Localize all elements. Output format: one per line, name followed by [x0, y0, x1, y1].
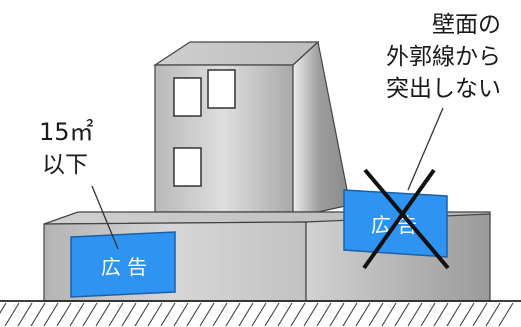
ground-hatch-line	[446, 302, 462, 327]
ground-hatch-line	[43, 302, 59, 327]
ground-hatch-line	[160, 302, 176, 327]
ground-hatch-line	[472, 302, 488, 327]
allowed-sign: 広 告	[70, 231, 176, 298]
ground-hatch-line	[134, 302, 150, 327]
ground-hatch-line	[329, 302, 345, 327]
ground-hatch-line	[56, 302, 72, 327]
ground-hatch-line	[225, 302, 241, 327]
ground-hatch-line	[69, 302, 85, 327]
ground-hatch-line	[394, 302, 410, 327]
ground-hatch-line	[186, 302, 202, 327]
ground-hatch-line	[433, 302, 449, 327]
window	[173, 77, 202, 117]
ground-hatch-line	[82, 302, 98, 327]
ground-hatch-line	[212, 302, 228, 327]
ground-hatch-line	[264, 302, 280, 327]
ground-hatch-line	[277, 302, 293, 327]
ground-hatch-line	[0, 302, 7, 314]
ground-hatch-line	[108, 302, 124, 327]
ground-hatch-line	[199, 302, 215, 327]
ground-hatch-line	[17, 302, 33, 327]
wall-rule-label: 外郭線から	[386, 44, 501, 70]
tower-roof	[152, 41, 320, 66]
window	[173, 147, 202, 187]
ground-hatch-line	[121, 302, 137, 327]
wall-rule-label: 壁面の	[432, 12, 501, 38]
cross-mark	[362, 168, 436, 270]
allowed-sign-text: 広 告	[101, 255, 147, 279]
window	[207, 69, 236, 109]
ground-hatch-line	[459, 302, 475, 327]
ground-hatch-line	[407, 302, 423, 327]
ground-hatch-line	[342, 302, 358, 327]
ground-hatch-line	[147, 302, 163, 327]
ground-hatch-line	[251, 302, 267, 327]
ground	[0, 300, 521, 327]
ground-hatch-line	[238, 302, 254, 327]
disallowed-sign: 広 告	[343, 168, 450, 270]
ground-hatch-line	[485, 302, 501, 327]
tower-building	[152, 40, 351, 213]
ground-hatch-line	[4, 302, 20, 327]
ground-hatch-line	[368, 302, 384, 327]
wall-rule-label: 突出しない	[386, 76, 501, 102]
ground-hatch-line	[420, 302, 436, 327]
ground-hatch-line	[173, 302, 189, 327]
ground-hatch-line	[290, 302, 306, 327]
ground-hatch-line	[355, 302, 371, 327]
ground-hatch-line	[30, 302, 46, 327]
size-limit-label: 15㎡	[39, 118, 94, 146]
ground-hatch-line	[381, 302, 397, 327]
ground-hatch-line	[95, 302, 111, 327]
size-limit-label: 以下	[42, 152, 88, 178]
ground-hatch-line	[303, 302, 319, 327]
tower-side-wall	[292, 40, 351, 213]
leader-line-wall	[407, 107, 444, 191]
allowed-sign-panel	[70, 231, 176, 298]
leader-line-size	[91, 185, 119, 250]
ground-hatch-line	[498, 302, 514, 327]
cross-mark	[363, 168, 450, 270]
ground-hatch-line	[316, 302, 332, 327]
